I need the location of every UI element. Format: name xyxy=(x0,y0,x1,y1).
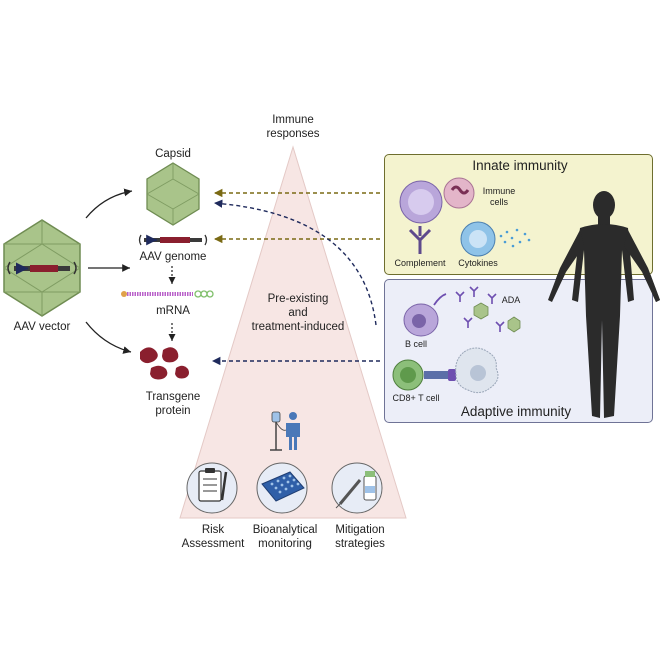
bio-label-line2: monitoring xyxy=(258,538,312,550)
transgene-protein-icon xyxy=(140,347,189,380)
immune-cells-label-line2: cells xyxy=(489,197,508,207)
cytokine-dots-front xyxy=(499,228,531,248)
mitigation-label-line2: strategies xyxy=(335,538,385,550)
capsid-icon xyxy=(146,162,200,226)
vector-genome-icon xyxy=(7,261,77,275)
immune-cell-large-icon-front xyxy=(399,180,443,224)
immune-cells-label-line1: Immune xyxy=(482,186,516,196)
human-silhouette-front xyxy=(548,191,660,418)
ada-label: ADA xyxy=(501,295,521,305)
mrna-label: mRNA xyxy=(156,305,190,317)
triangle-text-line2: and xyxy=(288,307,308,319)
bio-label-line1: Bioanalytical xyxy=(252,524,318,536)
capsid-label: Capsid xyxy=(155,148,191,160)
cd8-t-cell-label: CD8+ T cell xyxy=(392,393,440,403)
target-cell-icon-front xyxy=(455,347,499,394)
complement-label: Complement xyxy=(394,258,446,268)
immune-response-triangle xyxy=(179,145,407,519)
aav-vector-label: AAV vector xyxy=(13,321,71,333)
b-cell-label: B cell xyxy=(404,339,427,349)
arrow-vector-to-capsid xyxy=(85,188,133,219)
cytokines-label: Cytokines xyxy=(458,258,498,268)
triangle-text-line1: Pre-existing xyxy=(267,293,329,305)
risk-label-line2: Assessment xyxy=(181,538,245,550)
aav-genome-label: AAV genome xyxy=(139,251,207,263)
arrow-vector-to-protein xyxy=(85,321,132,354)
transgene-label: Transgene xyxy=(145,391,201,403)
cytokine-cell-icon-front xyxy=(460,221,496,257)
b-cell-icon-front xyxy=(403,293,447,337)
cd8-t-cell-icon-front xyxy=(392,359,456,391)
mrna-icon xyxy=(121,290,214,298)
risk-label-line1: Risk xyxy=(201,524,225,536)
immune-title-line2: responses xyxy=(266,128,320,140)
immune-title-line1: Immune xyxy=(272,114,314,126)
innate-immunity-title: Innate immunity xyxy=(472,158,568,173)
complement-icon-front xyxy=(408,226,432,254)
syringe-vial-icon xyxy=(331,462,383,514)
arrow-adaptive-to-capsid xyxy=(213,199,377,326)
mitigation-label-line1: Mitigation xyxy=(335,524,385,536)
clipboard-icon xyxy=(186,462,238,514)
triangle-text-line3: treatment-induced xyxy=(251,321,345,333)
well-plate-icon xyxy=(256,462,308,514)
neutrophil-icon-front xyxy=(443,177,475,209)
adaptive-immunity-title: Adaptive immunity xyxy=(460,404,572,419)
antibody-icons-front xyxy=(455,286,505,332)
protein-label: protein xyxy=(155,405,191,417)
ada-capsid-icons-front xyxy=(473,302,521,333)
patient-iv-icon xyxy=(270,411,300,451)
aav-genome-icon xyxy=(138,234,208,246)
